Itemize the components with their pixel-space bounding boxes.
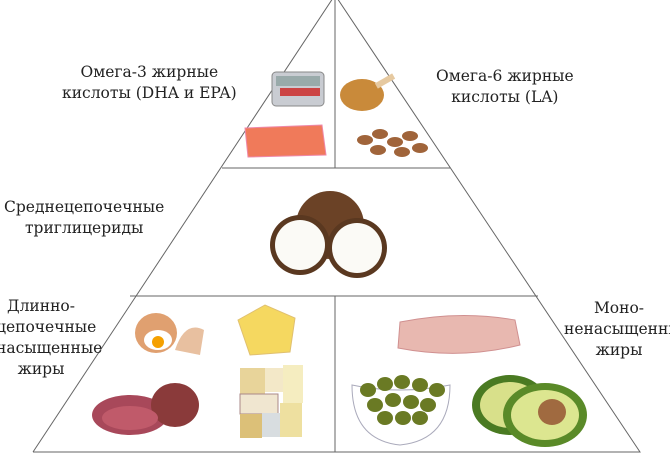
label-omega3: Омега-3 жирные кислоты (DHA и EPA) [62, 62, 237, 104]
avocado-image [472, 375, 587, 447]
label-long-chain-line1: Длинно- [6, 297, 75, 315]
coconut-image [270, 191, 387, 278]
sardines-image [271, 71, 325, 107]
label-long-chain-line2: цепочечные [0, 318, 97, 336]
steak-image [92, 383, 199, 435]
label-omega3-line2: кислоты (DHA и EPA) [62, 84, 237, 102]
label-mono: Моно- ненасыщенные жиры [564, 298, 670, 361]
label-mct-line1: Среднецепочечные [4, 198, 165, 216]
label-omega3-line1: Омега-3 жирные [80, 63, 219, 81]
label-mono-line1: Моно- [593, 299, 645, 317]
label-mono-line3: жиры [595, 341, 643, 359]
label-long-chain-line3: насыщенные [0, 339, 103, 357]
pyramid-outline [32, 0, 641, 453]
label-omega6: Омега-6 жирные кислоты (LA) [436, 66, 574, 108]
egg-image [135, 313, 204, 355]
label-mct-line2: триглицериды [24, 219, 144, 237]
bacon-image [397, 314, 521, 354]
label-long-chain: Длинно- цепочечные насыщенные жиры [0, 296, 103, 380]
label-mct: Среднецепочечные триглицериды [4, 197, 164, 239]
butter-image [237, 304, 296, 356]
cheese-image [239, 365, 303, 438]
label-long-chain-line4: жиры [17, 360, 65, 378]
label-mono-line2: ненасыщенные [564, 320, 670, 338]
label-omega6-line2: кислоты (LA) [451, 88, 559, 106]
chicken-leg-image [340, 73, 396, 111]
label-omega6-line1: Омега-6 жирные [436, 67, 574, 85]
olives-image [351, 375, 451, 446]
salmon-image [244, 124, 327, 158]
almonds-image [357, 129, 428, 157]
